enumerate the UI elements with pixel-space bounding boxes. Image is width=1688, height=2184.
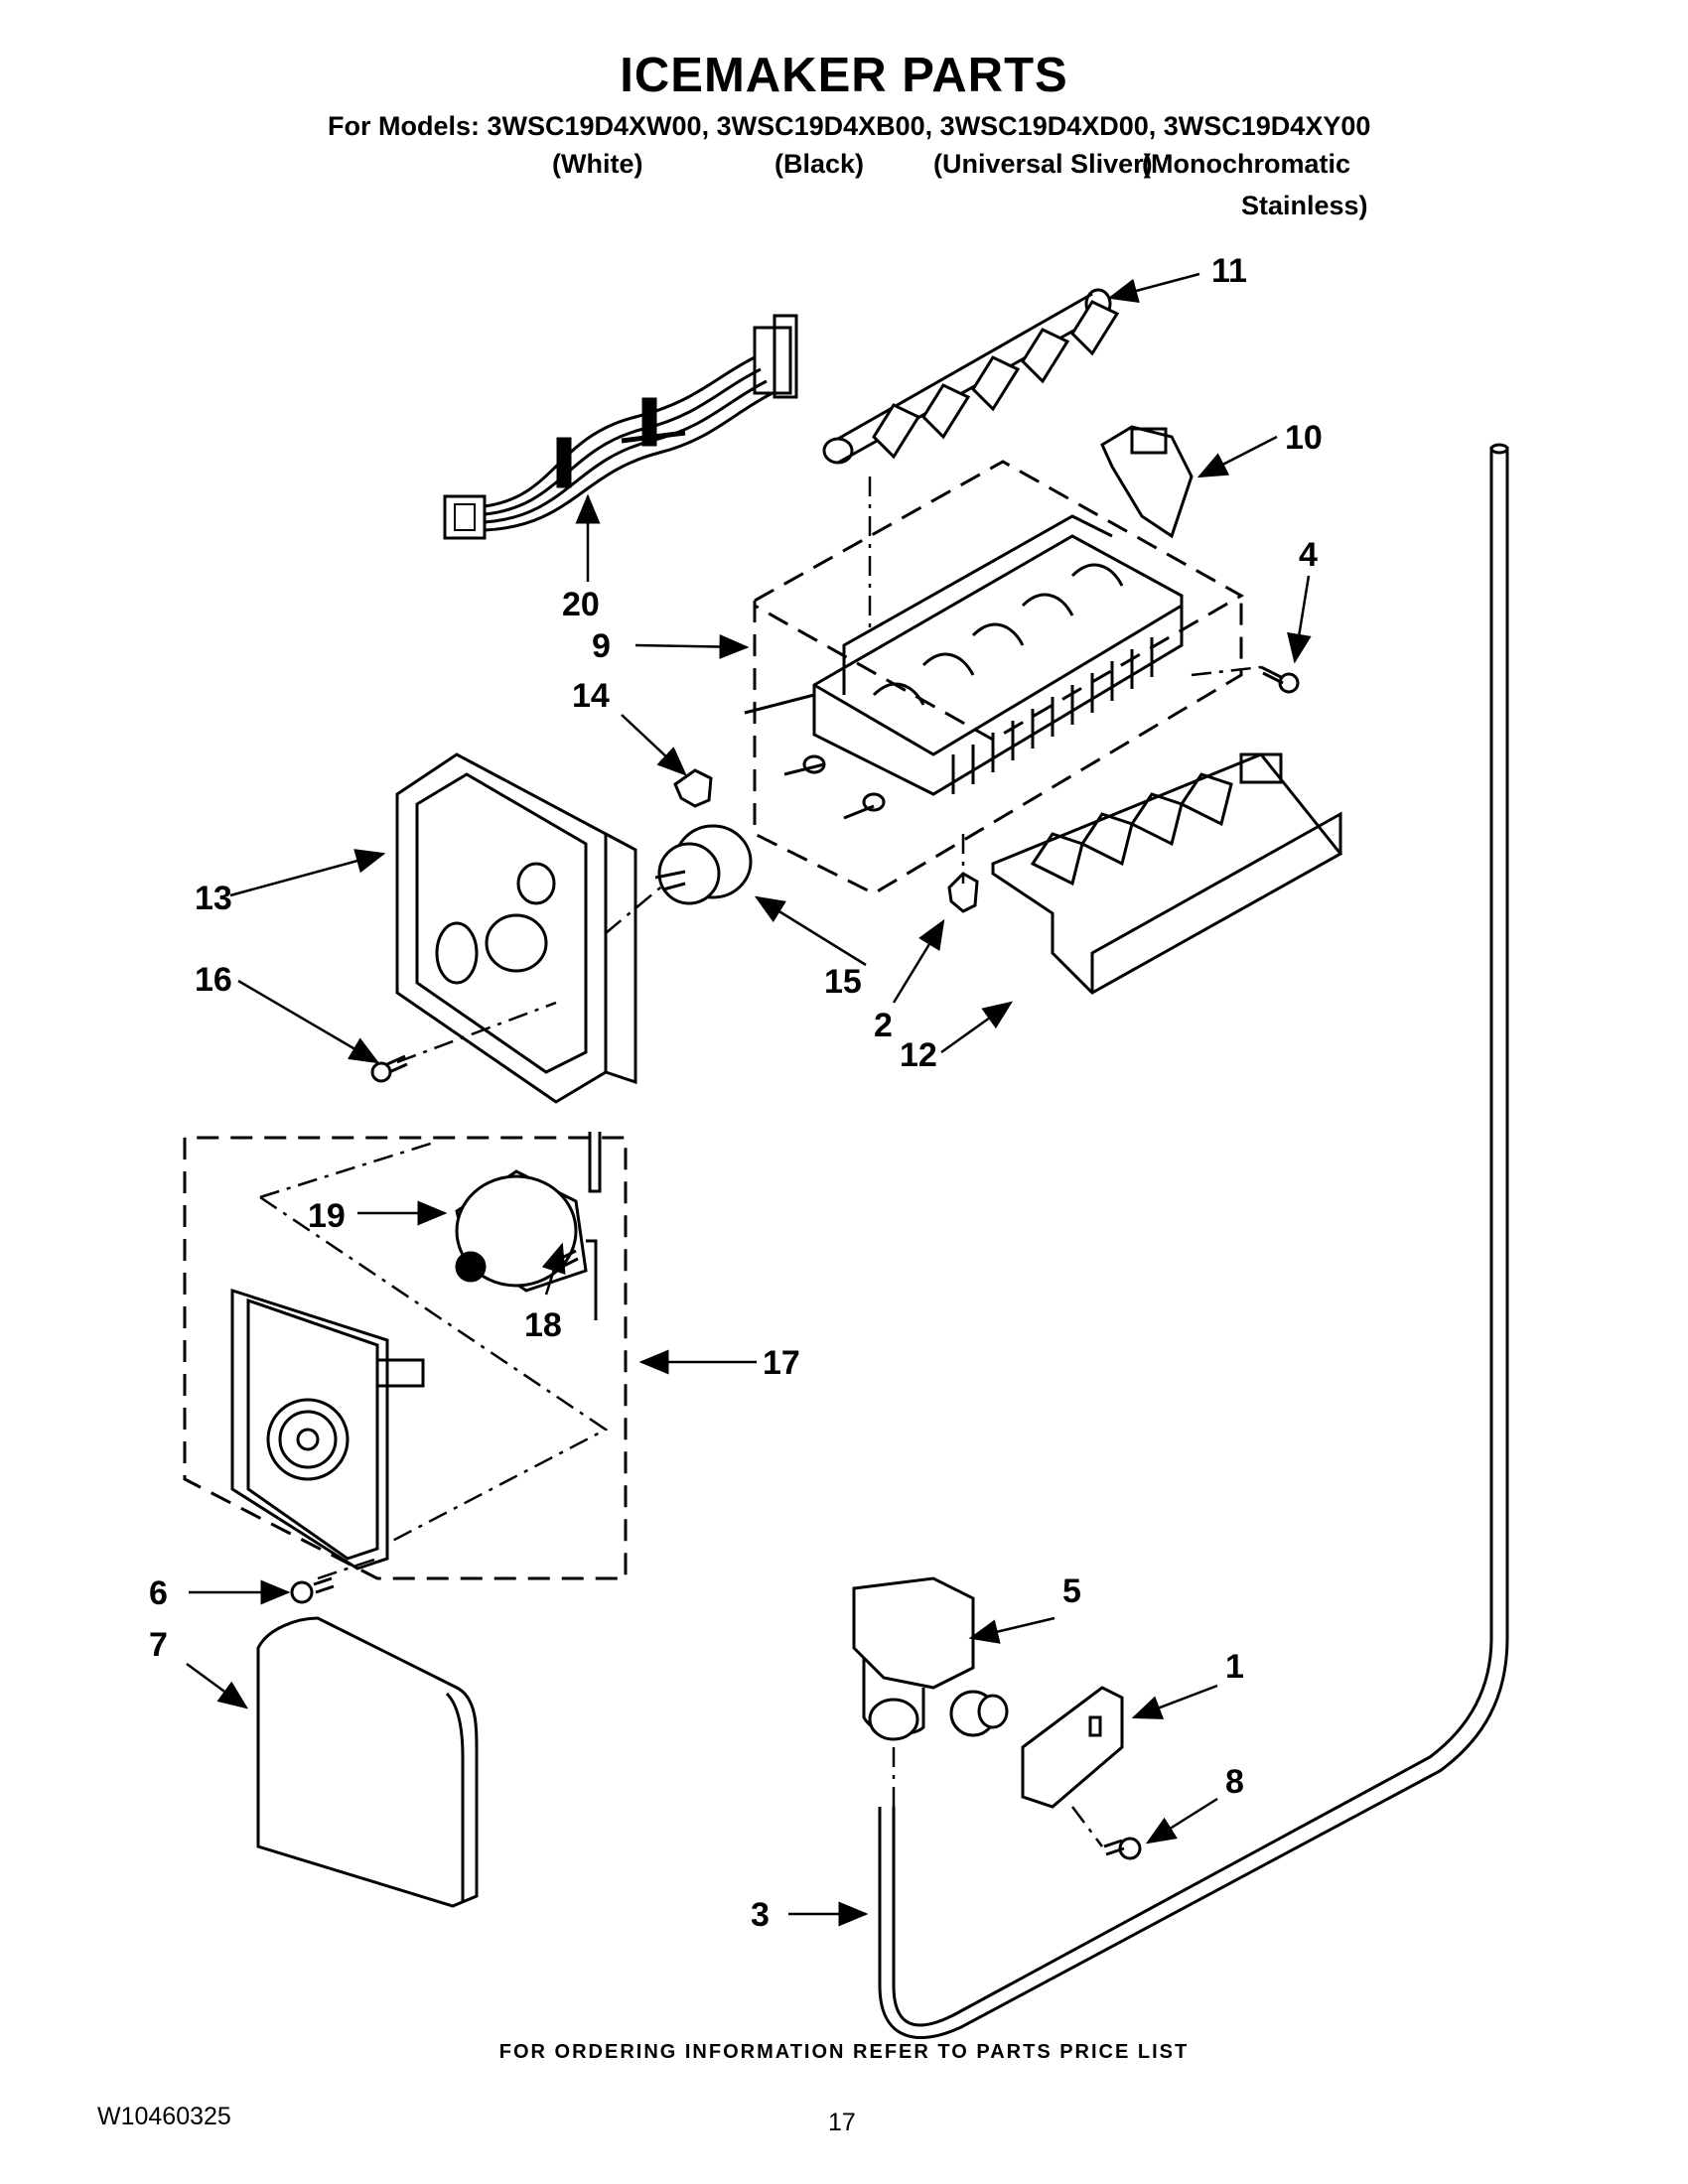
screw-6-part: [290, 1576, 335, 1604]
screw-8-part: [1103, 1837, 1142, 1860]
color-universal-silver: (Universal Sliver): [933, 149, 1153, 179]
callout-4: 4: [1299, 536, 1318, 574]
callout-7: 7: [149, 1626, 168, 1664]
callout-10: 10: [1285, 419, 1323, 457]
callout-13: 13: [195, 880, 232, 917]
callout-8: 8: [1225, 1763, 1244, 1801]
callout-16: 16: [195, 961, 232, 999]
water-valve-part: [852, 1576, 1009, 1741]
ice-stripper-part: [991, 752, 1343, 995]
callout-19: 19: [308, 1197, 346, 1235]
valve-bracket-part: [1021, 1686, 1124, 1809]
page-number: 17: [828, 2109, 856, 2136]
ejector-shaft-part: [822, 288, 1120, 465]
screw-16-part: [370, 1054, 408, 1083]
callout-18: 18: [524, 1306, 562, 1344]
callout-5: 5: [1062, 1572, 1081, 1610]
module-plate-part: [230, 1288, 425, 1570]
color-white: (White): [552, 149, 643, 179]
callout-1: 1: [1225, 1648, 1244, 1686]
module-housing-part: [395, 752, 637, 1104]
page-title: ICEMAKER PARTS: [620, 49, 1068, 102]
bracket-part: [1100, 425, 1194, 539]
wire-harness-part: [443, 314, 798, 540]
callout-12: 12: [900, 1036, 937, 1074]
callout-14: 14: [572, 677, 610, 715]
callout-15: 15: [824, 963, 862, 1001]
models-line: For Models: 3WSC19D4XW00, 3WSC19D4XB00, …: [328, 111, 1371, 141]
callout-9: 9: [592, 627, 611, 665]
color-black: (Black): [774, 149, 865, 179]
callout-11: 11: [1211, 252, 1247, 290]
screw-4-part: [1260, 665, 1300, 694]
callout-2: 2: [874, 1007, 893, 1044]
callout-3: 3: [751, 1896, 770, 1934]
water-tube-part: [878, 443, 1509, 2039]
ice-mold-part: [744, 514, 1184, 820]
callout-6: 6: [149, 1574, 168, 1612]
callout-20: 20: [562, 586, 600, 623]
motor-assembly-outline: [183, 1136, 628, 1580]
document-number: W10460325: [97, 2103, 231, 2130]
thermostat-part: [654, 824, 753, 905]
callout-17: 17: [763, 1344, 800, 1382]
clip-14-part: [673, 768, 713, 808]
ordering-info-note: FOR ORDERING INFORMATION REFER TO PARTS …: [498, 2041, 1190, 2063]
cover-part: [256, 1616, 479, 1908]
mold-assembly-outline: [754, 460, 1245, 742]
color-stainless: Stainless): [1241, 191, 1368, 220]
color-monochromatic: (Monochromatic: [1142, 149, 1351, 179]
motor-part: [455, 1132, 602, 1320]
